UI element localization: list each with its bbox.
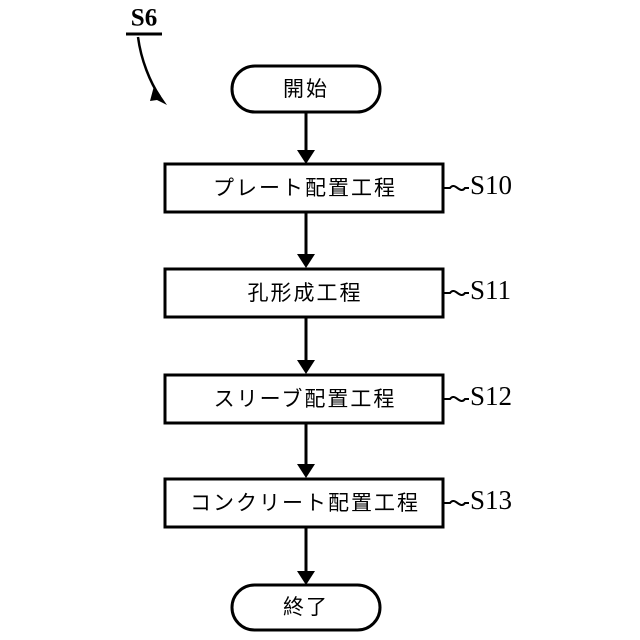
edge-s12-to-s13 — [297, 423, 315, 478]
node-s12-label: スリーブ配置工程 — [214, 387, 397, 411]
node-end-label: 終了 — [283, 595, 329, 619]
node-s11-label: 孔形成工程 — [248, 281, 363, 305]
node-s12-step-connector — [443, 396, 469, 402]
node-s11-step-connector — [443, 290, 469, 296]
node-s11-step: S11 — [470, 275, 511, 305]
node-s13: コンクリート配置工程 S13 — [163, 477, 512, 529]
curved-arrow-head-icon — [150, 86, 167, 105]
arrow-head-icon — [297, 464, 315, 478]
edge-s11-to-s12 — [297, 317, 315, 374]
node-s10: プレート配置工程 S10 — [163, 162, 512, 214]
node-start: 開始 — [230, 64, 382, 114]
edge-s10-to-s11 — [297, 212, 315, 268]
node-s13-step-connector — [443, 500, 469, 506]
node-s13-label: コンクリート配置工程 — [190, 491, 420, 515]
arrow-head-icon — [297, 360, 315, 374]
figure-label: S6 — [131, 5, 157, 32]
node-s12-step: S12 — [470, 381, 512, 411]
node-end: 終了 — [230, 583, 382, 632]
arrow-head-icon — [297, 571, 315, 585]
node-start-label: 開始 — [283, 77, 329, 101]
node-s10-step: S10 — [470, 170, 512, 200]
node-s12: スリーブ配置工程 S12 — [163, 373, 512, 425]
node-s11: 孔形成工程 S11 — [163, 267, 511, 319]
arrow-head-icon — [297, 150, 315, 164]
node-s10-label: プレート配置工程 — [213, 176, 397, 200]
node-end-shape — [230, 583, 382, 632]
node-s12-shape — [163, 373, 445, 425]
figure-label-group: S6 — [126, 5, 167, 105]
curved-arrow-icon — [136, 36, 162, 98]
node-s10-step-connector — [443, 185, 469, 191]
edge-start-to-s10 — [297, 112, 315, 164]
edge-s13-to-end — [297, 527, 315, 585]
arrow-head-icon — [297, 254, 315, 268]
node-s13-step: S13 — [470, 485, 512, 515]
